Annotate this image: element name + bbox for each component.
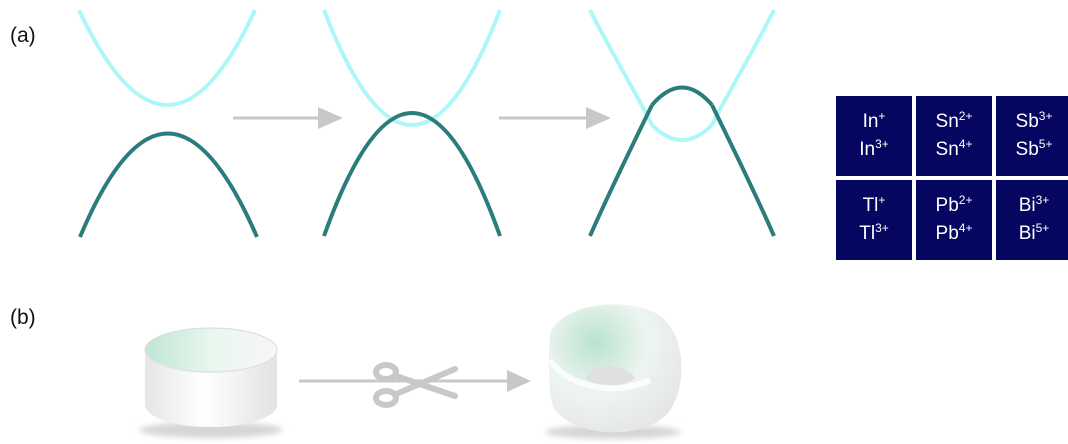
ion-label: Tl3+	[859, 220, 889, 248]
oxidation-state: 4+	[958, 221, 973, 235]
lower-band-curve	[322, 111, 502, 237]
element-symbol: In	[862, 111, 879, 132]
lower-band-right	[710, 104, 776, 237]
ion-label: Tl+	[863, 192, 886, 220]
stage-2-bands	[322, 9, 502, 237]
oxidation-state: 3+	[875, 137, 889, 151]
oxidation-state: 5+	[1038, 137, 1053, 151]
element-symbol: Bi	[1018, 195, 1036, 216]
oxidation-state: +	[878, 109, 886, 123]
ion-label: In+	[863, 108, 886, 136]
upper-band-curve	[322, 9, 502, 127]
ion-label: Pb4+	[936, 220, 973, 248]
oxidation-state: 2+	[958, 193, 973, 207]
element-symbol: Bi	[1018, 223, 1036, 244]
element-symbol: Tl	[859, 223, 876, 244]
element-cell: Sn2+Sn4+	[916, 96, 992, 176]
scissors-icon	[373, 362, 458, 408]
element-symbol: Sn	[935, 139, 959, 160]
arrow-2	[499, 107, 611, 129]
ion-label: Sn4+	[936, 136, 973, 164]
oxidation-state: 3+	[1038, 109, 1053, 123]
element-cell: In+In3+	[836, 96, 912, 176]
element-symbol: Pb	[935, 223, 959, 244]
ion-label: Pb2+	[936, 192, 973, 220]
oxidation-state: 2+	[958, 109, 973, 123]
element-symbol: Sb	[1015, 111, 1039, 132]
element-symbol: In	[859, 139, 876, 160]
stage-1-bands	[77, 9, 259, 238]
mobius-strip-icon	[545, 304, 682, 439]
ion-label: Sb3+	[1016, 108, 1053, 136]
ion-label: Bi5+	[1019, 220, 1050, 248]
ion-label: Sb5+	[1016, 136, 1053, 164]
cylindrical-band-icon	[139, 327, 283, 438]
element-symbol: Sb	[1015, 139, 1039, 160]
element-symbol: Tl	[862, 195, 879, 216]
lower-band-curve	[78, 131, 259, 238]
oxidation-state: 3+	[875, 221, 889, 235]
panel-label-b: (b)	[10, 306, 36, 329]
upper-band-left	[588, 9, 714, 142]
lower-band-left	[588, 104, 654, 237]
oxidation-state: +	[878, 193, 886, 207]
element-symbol: Pb	[935, 195, 959, 216]
element-cell: Tl+Tl3+	[836, 180, 912, 260]
ion-label: Sn2+	[936, 108, 973, 136]
element-cell: Sb3+Sb5+	[996, 96, 1068, 176]
ion-label: Bi3+	[1019, 192, 1050, 220]
oxidation-state: 3+	[1035, 193, 1050, 207]
element-cell: Pb2+Pb4+	[916, 180, 992, 260]
element-symbol: Sn	[935, 111, 959, 132]
ion-label: In3+	[859, 136, 889, 164]
element-ion-grid: In+In3+Sn2+Sn4+Sb3+Sb5+Tl+Tl3+Pb2+Pb4+Bi…	[836, 96, 1068, 260]
oxidation-state: 5+	[1035, 221, 1050, 235]
oxidation-state: 4+	[958, 137, 973, 151]
upper-band-curve	[77, 9, 257, 107]
lower-band-top	[650, 85, 714, 107]
panel-label-a: (a)	[10, 24, 36, 47]
upper-band-right	[710, 9, 776, 126]
element-cell: Bi3+Bi5+	[996, 180, 1068, 260]
arrow-1	[233, 107, 343, 129]
stage-3-bands	[588, 9, 776, 237]
